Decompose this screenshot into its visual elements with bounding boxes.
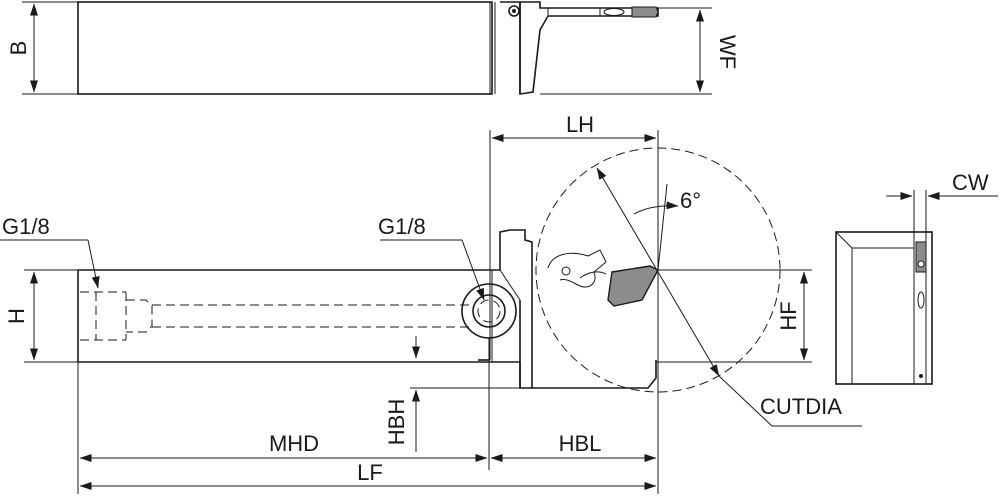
g18-left-leader [87, 239, 100, 289]
g18-left-label: G1/8 [2, 214, 50, 239]
end-view-bottom-dot [919, 374, 923, 378]
top-view-screw [508, 5, 520, 17]
mhd-label: MHD [269, 431, 319, 456]
insert-blade [607, 265, 659, 307]
g18-port-ring [472, 294, 506, 328]
head-chamfer [499, 269, 521, 301]
end-view-screw [917, 260, 925, 268]
insert-slot-hole [561, 266, 571, 276]
insert-slot-curve [579, 271, 607, 279]
six-deg-label: 6° [680, 188, 701, 213]
head-profile [499, 229, 533, 389]
hbl-label: HBL [559, 431, 602, 456]
g18-port-outer [461, 283, 517, 339]
top-view: B WF [6, 1, 740, 95]
cutdia-diameter-line [596, 167, 720, 377]
insert-slot [547, 249, 607, 288]
wf-label: WF [715, 35, 740, 69]
hf-label: HF [776, 301, 801, 330]
top-view-insert [631, 6, 659, 18]
hbh-label: HBH [384, 399, 409, 445]
end-view-chamfer [835, 231, 853, 249]
end-view-body [835, 231, 933, 385]
left-thread-hidden [80, 291, 153, 341]
top-view-screw-center [512, 9, 516, 13]
cutdia-leader [718, 375, 773, 427]
cutdia-label: CUTDIA [760, 394, 842, 419]
cw-label: CW [952, 170, 989, 195]
end-view: CW [835, 170, 998, 385]
top-view-head [500, 1, 659, 95]
lf-label: LF [357, 460, 383, 485]
six-deg-arc [633, 201, 679, 215]
top-view-body [77, 1, 493, 95]
lh-label: LH [566, 112, 594, 137]
top-view-coolant-hole [603, 8, 625, 16]
six-deg-line [657, 183, 668, 271]
g18-port-thread [477, 299, 501, 323]
g18-mid-leader [461, 239, 485, 301]
side-view: CUTDIA 6° LH G1/8 G1/8 H HF HBH [0, 112, 862, 494]
end-view-coolant-hole [917, 291, 925, 309]
h-label: H [4, 308, 29, 324]
end-view-insert [915, 241, 927, 273]
b-label: B [6, 41, 31, 56]
g18-mid-label: G1/8 [378, 214, 426, 239]
